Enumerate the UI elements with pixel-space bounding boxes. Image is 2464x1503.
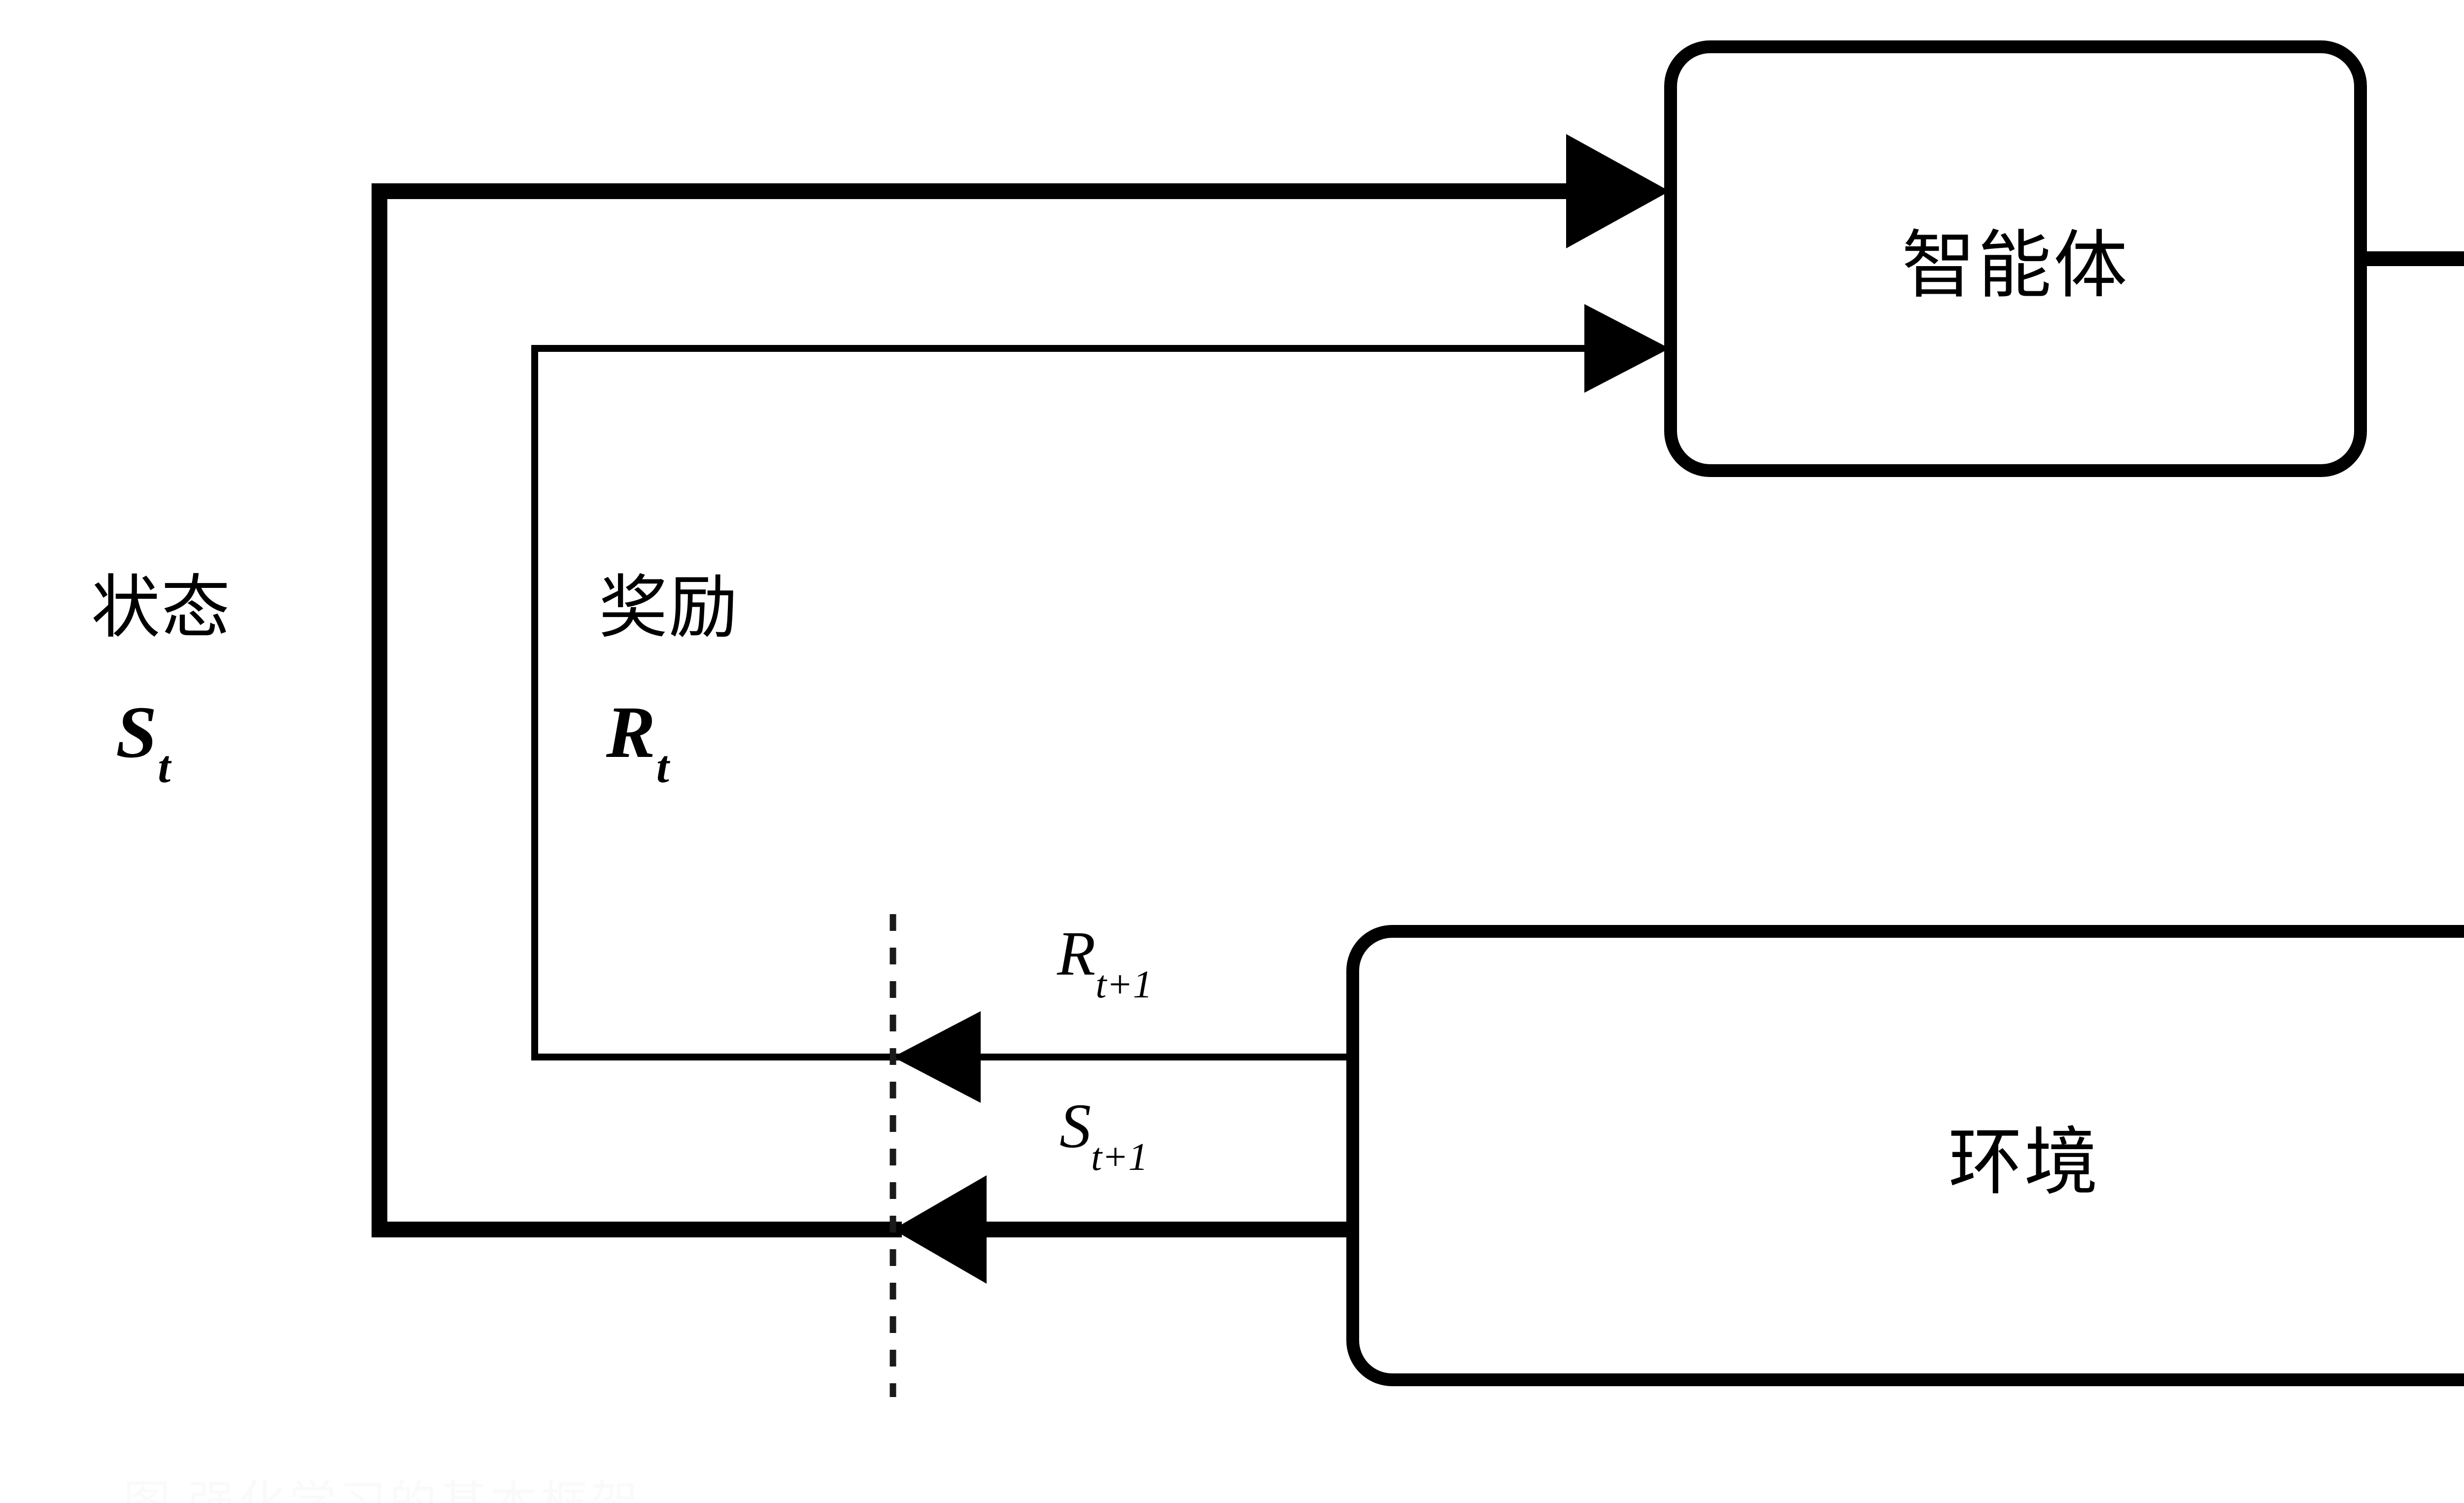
reward-symbol-subscript: t [656, 742, 669, 793]
state-label-math: St [116, 690, 171, 792]
environment-box[interactable] [1346, 925, 2464, 1386]
reward-symbol: R [606, 691, 656, 773]
reward-label-cn: 奖励 [599, 570, 739, 647]
state-edge [372, 134, 1670, 1284]
state-flow-label: St+1 [1060, 1090, 1148, 1179]
reward-arrowhead-into-agent [1584, 304, 1670, 393]
agent-label-text: 智能体 [1901, 225, 2129, 307]
state-arrowhead-into-agent [1566, 134, 1670, 248]
state-flow-subscript: t+1 [1091, 1135, 1148, 1179]
reward-edge [531, 304, 1670, 1103]
agent-box-label: 智能体 [1671, 47, 2361, 471]
state-label-cn: 状态 [91, 570, 232, 647]
reward-label-math: Rt [606, 690, 669, 792]
state-symbol-subscript: t [158, 742, 171, 793]
state-arrowhead-at-boundary [893, 1175, 987, 1284]
environment-box-label: 环境 [1353, 931, 2464, 1380]
reward-flow-symbol: R [1057, 919, 1096, 989]
state-flow-symbol: S [1060, 1091, 1091, 1161]
reward-flow-subscript: t+1 [1095, 962, 1153, 1006]
state-symbol: S [116, 691, 157, 773]
reward-flow-label: Rt+1 [1057, 918, 1152, 1006]
environment-label-text: 环境 [1948, 1122, 2100, 1204]
figure-caption: 图 强化学习的基本框架 [123, 1465, 641, 1503]
reward-arrowhead-at-boundary [893, 1011, 981, 1103]
